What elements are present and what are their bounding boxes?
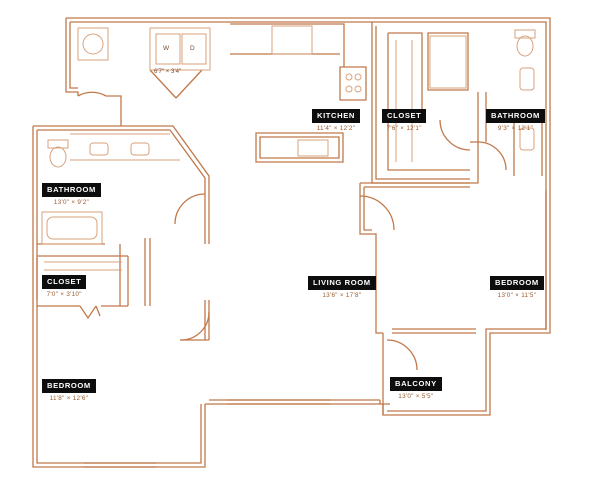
room-bedroom-second: BEDROOM 11'8" × 12'6": [42, 379, 96, 402]
kitchen-counter-north: [230, 23, 345, 67]
bed1-west-wall: [359, 183, 383, 334]
room-bathroom-second: BATHROOM 13'0" × 9'2": [42, 183, 101, 206]
room-dims: 11'8" × 12'6": [49, 394, 89, 402]
door-balcony: [386, 339, 418, 371]
balcony-rail: [379, 400, 384, 415]
north-wall-west: [65, 18, 79, 96]
kitchen-range: [339, 66, 367, 101]
room-name: BATHROOM: [42, 183, 101, 197]
door-closet2-left: [79, 305, 97, 320]
bath2-wall: [117, 125, 210, 244]
bed1-north-wall: [360, 182, 470, 188]
west-wing-wall: [33, 125, 121, 131]
washer: [155, 33, 181, 65]
bed2-east-wall: [180, 300, 210, 341]
room-dims: 11'4" × 12'2": [316, 124, 356, 132]
room-dims: 13'0" × 9'2": [53, 198, 90, 206]
shower: [429, 35, 467, 89]
door-bed2: [180, 311, 210, 341]
room-name: LIVING ROOM: [308, 276, 376, 290]
room-living-room: LIVING ROOM 13'6" × 17'8": [308, 276, 376, 299]
room-dims: 13'0" × 11'5": [497, 291, 537, 299]
room-name: BEDROOM: [42, 379, 96, 393]
bath2-sink-2: [130, 142, 150, 156]
room-bathroom-master: BATHROOM 9'3" × 12'1": [486, 109, 545, 132]
door-closet2-right: [95, 305, 101, 317]
room-dims: 7'6" × 12'1": [386, 124, 422, 132]
room-name: CLOSET: [42, 275, 87, 289]
closet2-shelf: [44, 261, 122, 271]
room-name: BATHROOM: [486, 109, 545, 123]
room-name: BALCONY: [390, 377, 442, 391]
door-bath-master: [477, 141, 507, 171]
outer-wall-inner: [70, 21, 547, 412]
window-south-bed2: [84, 462, 156, 468]
entry-wall: [106, 95, 122, 126]
room-dims: 13'0" × 5'5": [398, 392, 434, 400]
room-balcony: BALCONY 13'0" × 5'5": [390, 377, 442, 400]
bath1-vanity-sink-1: [519, 67, 535, 91]
kitchen-island: [255, 132, 344, 163]
washer-label: W: [163, 45, 170, 52]
room-dims: 13'6" × 17'8": [322, 291, 362, 299]
water-heater-tank: [82, 33, 104, 55]
door-bed1: [359, 195, 395, 231]
balcony-slider: [392, 328, 476, 334]
outer-wall: [66, 17, 551, 416]
bath2-south-wall: [37, 243, 128, 257]
room-closet-second: CLOSET 7'0" × 3'10": [42, 275, 87, 298]
bath2-tub: [41, 211, 103, 245]
refrigerator: [271, 25, 313, 55]
sink: [297, 139, 329, 157]
room-name: BEDROOM: [490, 276, 544, 290]
room-dims: 9'3" × 12'1": [497, 124, 534, 132]
door-closet-master: [439, 119, 471, 151]
room-bedroom-master: BEDROOM 13'0" × 11'5": [490, 276, 544, 299]
hall-wall: [119, 238, 151, 306]
room-closet-master: CLOSET 7'6" × 12'1": [382, 109, 427, 132]
water-heater: [77, 27, 109, 61]
room-dims: 7'0" × 3'10": [46, 290, 82, 298]
dryer-label: D: [190, 45, 195, 52]
master-block-wall: [371, 22, 479, 184]
bath2-sink-1: [89, 142, 109, 156]
room-kitchen: KITCHEN 11'4" × 12'2": [312, 109, 360, 132]
bath1-toilet: [516, 35, 534, 57]
closet2-wall: [36, 258, 128, 307]
closet-shelf: [395, 40, 413, 162]
room-name: CLOSET: [382, 109, 427, 123]
burner: [345, 73, 353, 81]
laundry-dims: 6'7" × 3'4": [154, 68, 182, 75]
room-name: KITCHEN: [312, 109, 360, 123]
closet-master-inner: [387, 32, 470, 171]
bath2-toilet: [49, 146, 67, 168]
laundry-closet: [149, 27, 211, 71]
door-entry: [77, 91, 107, 97]
door-laundry: [149, 69, 203, 99]
bath2-vanity: [70, 133, 180, 161]
window-south-living: [227, 399, 330, 405]
dryer: [181, 33, 207, 65]
door-bath2: [174, 193, 206, 225]
bath1-vanity-sink-2: [519, 127, 535, 151]
